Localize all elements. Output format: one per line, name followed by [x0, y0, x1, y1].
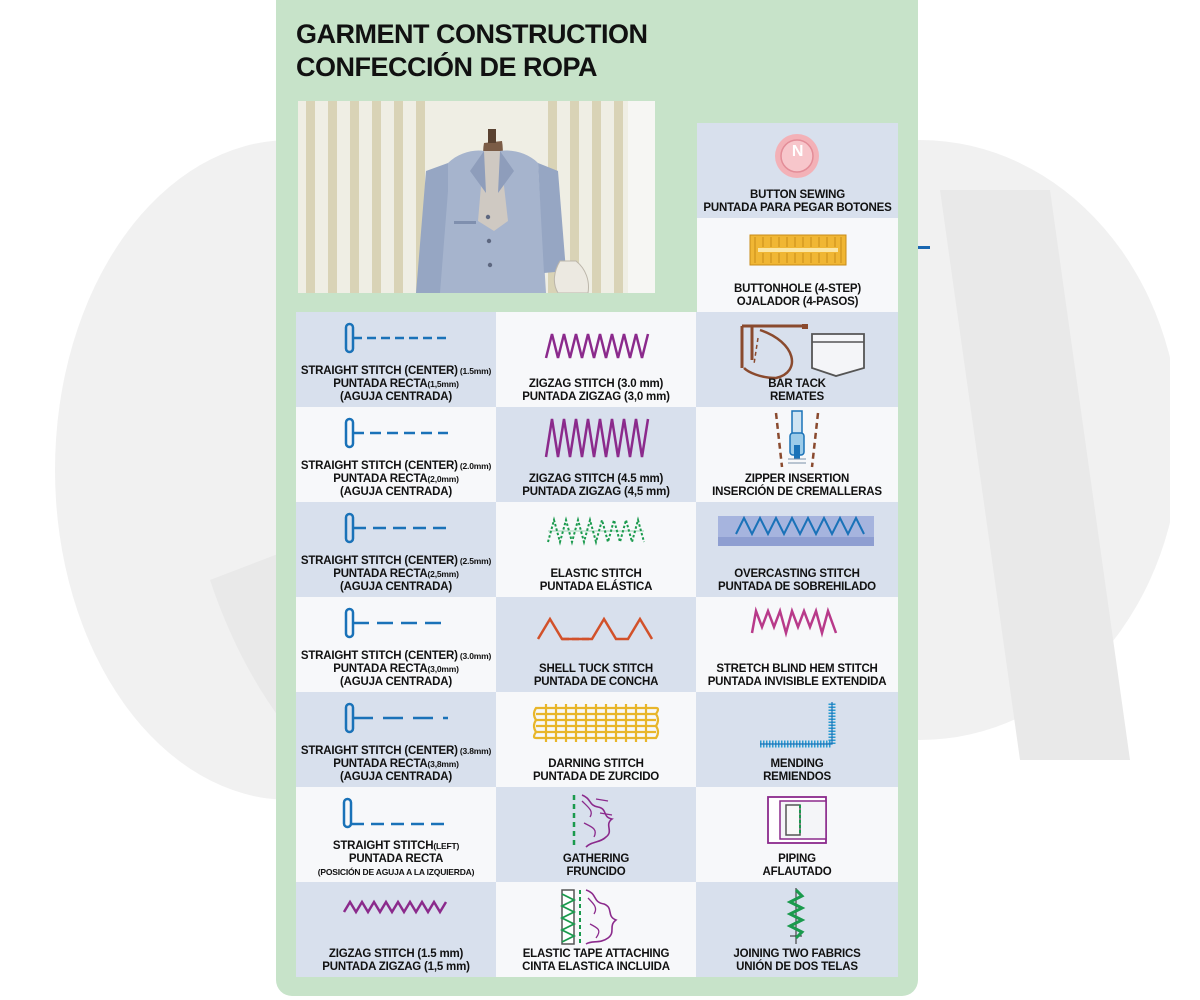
elastic-tape-icon [559, 889, 618, 945]
overcasting-icon [718, 515, 874, 546]
straight-stitch-icon [344, 322, 448, 354]
stitch-caption: STRAIGHT STITCH (CENTER) (3.0mm) PUNTADA… [300, 650, 492, 688]
dress-form-photo [298, 101, 655, 293]
bar-tack-icon [740, 324, 865, 380]
stitch-grid: STRAIGHT STITCH (CENTER) (1.5mm) PUNTADA… [296, 312, 898, 977]
piping-icon [767, 796, 827, 844]
zigzag-icon [544, 333, 650, 359]
gathering-icon [572, 794, 614, 848]
straight-stitch-left-icon [342, 797, 450, 829]
straight-stitch-icon [344, 702, 448, 734]
stitch-cell-zigzag-1-5[interactable]: ZIGZAG STITCH (1.5 mm)PUNTADA ZIGZAG (1,… [296, 882, 496, 977]
zigzag-icon [544, 418, 650, 458]
stitch-cell-buttonhole[interactable]: BUTTONHOLE (4-STEP)OJALADOR (4-PASOS) [697, 218, 898, 312]
stitch-caption: ZIGZAG STITCH (4.5 mm)PUNTADA ZIGZAG (4,… [522, 473, 670, 498]
stitch-caption: STRAIGHT STITCH(LEFT) PUNTADA RECTA (POS… [317, 840, 475, 877]
buttonhole-icon [749, 234, 847, 266]
button-sewing-icon [775, 134, 819, 178]
stitch-caption: STRAIGHT STITCH (CENTER) (2.5mm) PUNTADA… [300, 555, 492, 593]
stitch-caption: ZIGZAG STITCH (3.0 mm)PUNTADA ZIGZAG (3,… [522, 378, 670, 403]
page-title: GARMENT CONSTRUCTION CONFECCIÓN DE ROPA [296, 18, 648, 84]
stitch-cell-straight-3-0[interactable]: STRAIGHT STITCH (CENTER) (3.0mm) PUNTADA… [296, 597, 496, 692]
accent-dash [917, 246, 930, 249]
mending-icon [760, 702, 836, 748]
straight-stitch-icon [344, 607, 448, 639]
darning-icon [532, 704, 660, 742]
straight-stitch-icon [344, 417, 448, 449]
button-badge-letter: N [791, 143, 804, 160]
stitch-caption: STRAIGHT STITCH (CENTER) (3.8mm) PUNTADA… [300, 745, 492, 783]
stitch-caption: BUTTONHOLE (4-STEP)OJALADOR (4-PASOS) [734, 283, 861, 308]
zigzag-icon [342, 899, 448, 915]
stitch-caption: STRAIGHT STITCH (CENTER) (2.0mm) PUNTADA… [300, 460, 492, 498]
stitch-cell-straight-3-8[interactable]: STRAIGHT STITCH (CENTER) (3.8mm) PUNTADA… [296, 692, 496, 787]
stitch-cell-straight-left[interactable]: STRAIGHT STITCH(LEFT) PUNTADA RECTA (POS… [296, 787, 496, 882]
joining-fabrics-icon [786, 888, 806, 944]
straight-stitch-icon [344, 512, 448, 544]
zipper-icon [774, 410, 820, 468]
stitch-cell-straight-1-5[interactable]: STRAIGHT STITCH (CENTER) (1.5mm) PUNTADA… [296, 312, 496, 407]
title-line-spanish: CONFECCIÓN DE ROPA [296, 52, 598, 82]
stitch-cell-straight-2-0[interactable]: STRAIGHT STITCH (CENTER) (2.0mm) PUNTADA… [296, 407, 496, 502]
elastic-stitch-icon [547, 516, 645, 546]
title-line-english: GARMENT CONSTRUCTION [296, 19, 648, 49]
shell-tuck-icon [536, 616, 654, 641]
blind-hem-icon [750, 606, 838, 638]
stitch-cell-straight-2-5[interactable]: STRAIGHT STITCH (CENTER) (2.5mm) PUNTADA… [296, 502, 496, 597]
stitch-caption: STRAIGHT STITCH (CENTER) (1.5mm) PUNTADA… [300, 365, 492, 403]
garment-construction-card: GARMENT CONSTRUCTION CONFECCIÓN DE ROPA [276, 0, 918, 996]
stitch-cell-zigzag-3-0[interactable]: ZIGZAG STITCH (3.0 mm)PUNTADA ZIGZAG (3,… [496, 312, 696, 407]
stitch-caption: ZIGZAG STITCH (1.5 mm)PUNTADA ZIGZAG (1,… [322, 948, 470, 973]
stitch-cell-zigzag-4-5[interactable]: ZIGZAG STITCH (4.5 mm)PUNTADA ZIGZAG (4,… [496, 407, 696, 502]
